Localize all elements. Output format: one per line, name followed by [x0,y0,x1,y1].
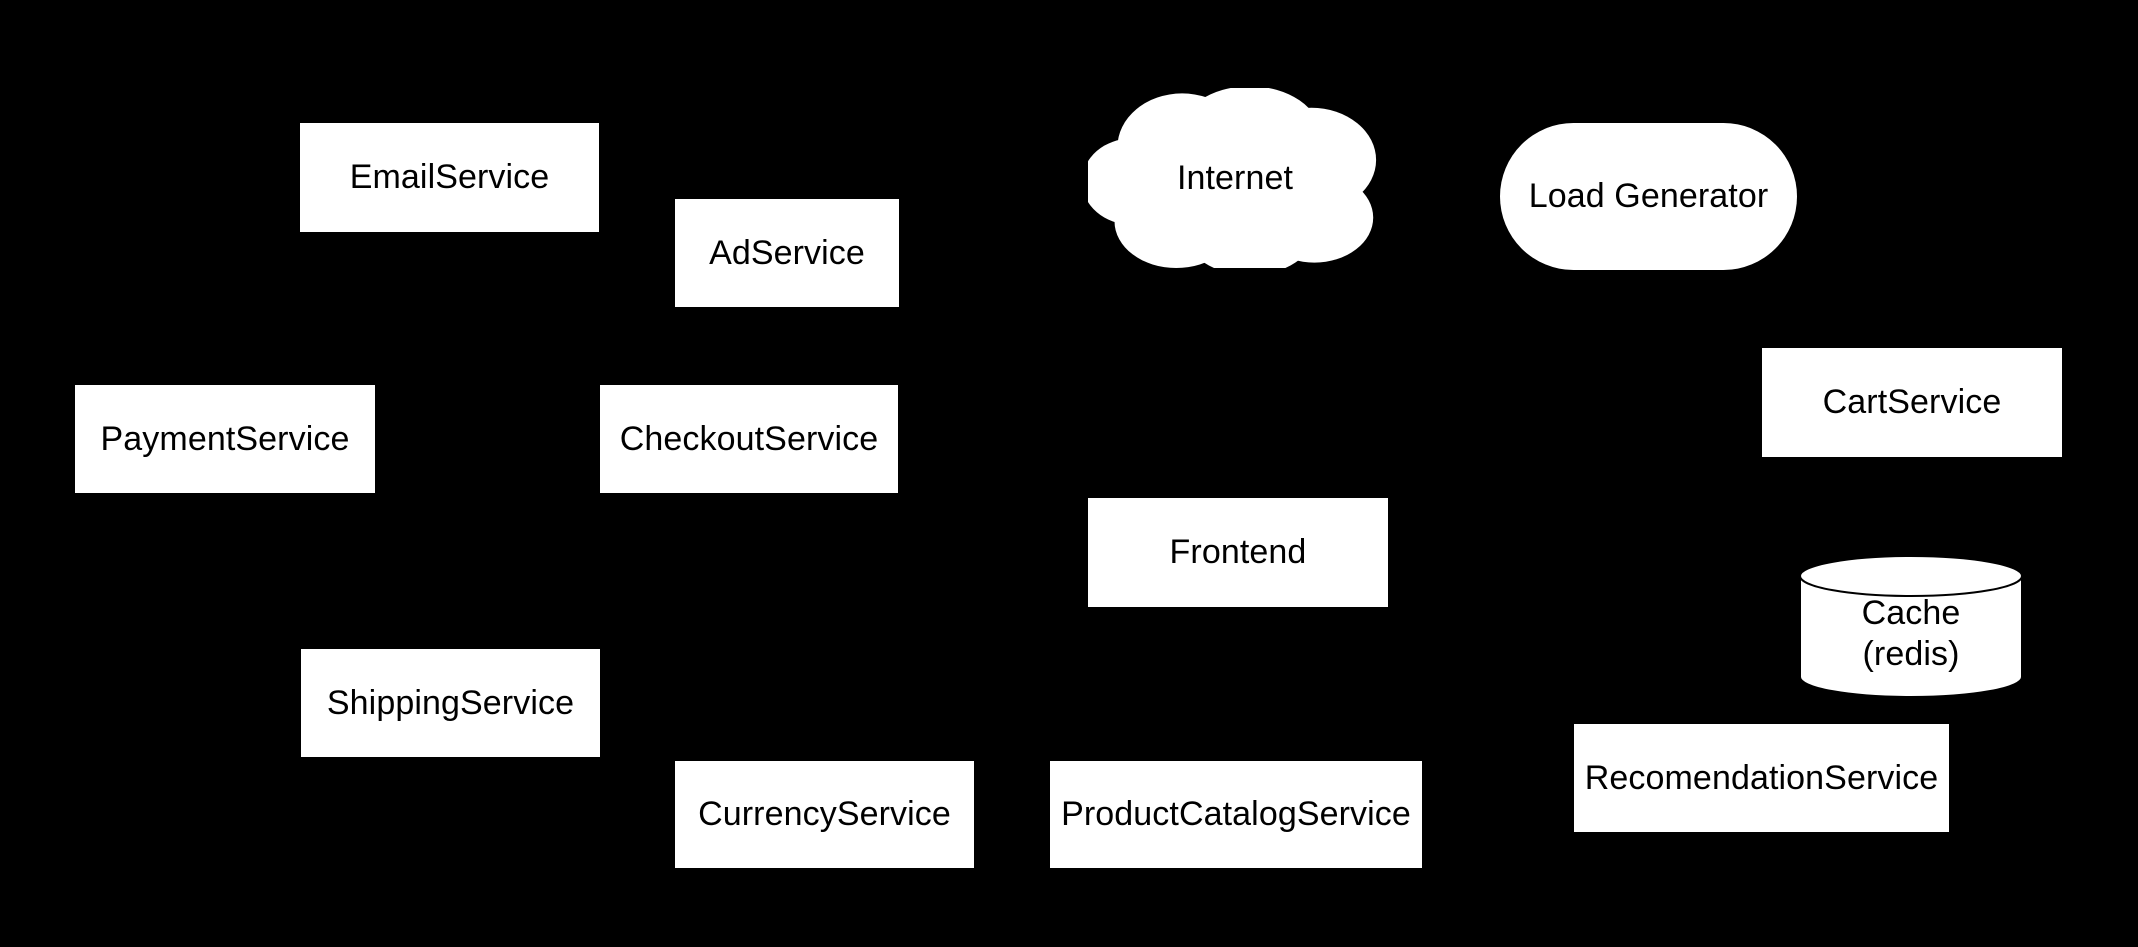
node-cache-redis[interactable]: Cache(redis) [1799,556,2023,697]
node-email-service[interactable]: EmailService [300,123,599,232]
node-label-shipping-service: ShippingService [326,683,575,722]
node-label-checkout-service: CheckoutService [619,419,879,458]
node-recomendation-service[interactable]: RecomendationService [1574,724,1949,832]
node-product-catalog-service[interactable]: ProductCatalogService [1050,761,1422,868]
node-shipping-service[interactable]: ShippingService [301,649,600,757]
node-sublabel-cache-redis: (redis) [1862,634,1960,673]
node-label-currency-service: CurrencyService [698,795,951,834]
node-currency-service[interactable]: CurrencyService [675,761,974,868]
node-label-payment-service: PaymentService [100,419,350,458]
node-label-load-generator: Load Generator [1528,177,1769,216]
node-label-cache-redis: Cache(redis) [1861,594,1961,673]
cloud-icon [1088,88,1377,268]
node-label-ad-service: AdService [709,233,865,272]
node-label-internet: Internet [1176,158,1294,197]
node-label-email-service: EmailService [349,158,550,197]
cylinder-icon [1799,556,2023,697]
node-label-recomendation-service: RecomendationService [1584,758,1939,797]
node-checkout-service[interactable]: CheckoutService [600,385,898,493]
node-load-generator[interactable]: Load Generator [1500,123,1797,270]
node-cart-service[interactable]: CartService [1762,348,2062,457]
node-ad-service[interactable]: AdService [675,199,899,307]
node-label-cart-service: CartService [1822,383,2002,422]
node-payment-service[interactable]: PaymentService [75,385,375,493]
node-frontend[interactable]: Frontend [1088,498,1388,607]
node-label-frontend: Frontend [1169,533,1307,572]
node-label-product-catalog-service: ProductCatalogService [1061,795,1411,834]
node-internet[interactable]: Internet [1088,88,1382,268]
